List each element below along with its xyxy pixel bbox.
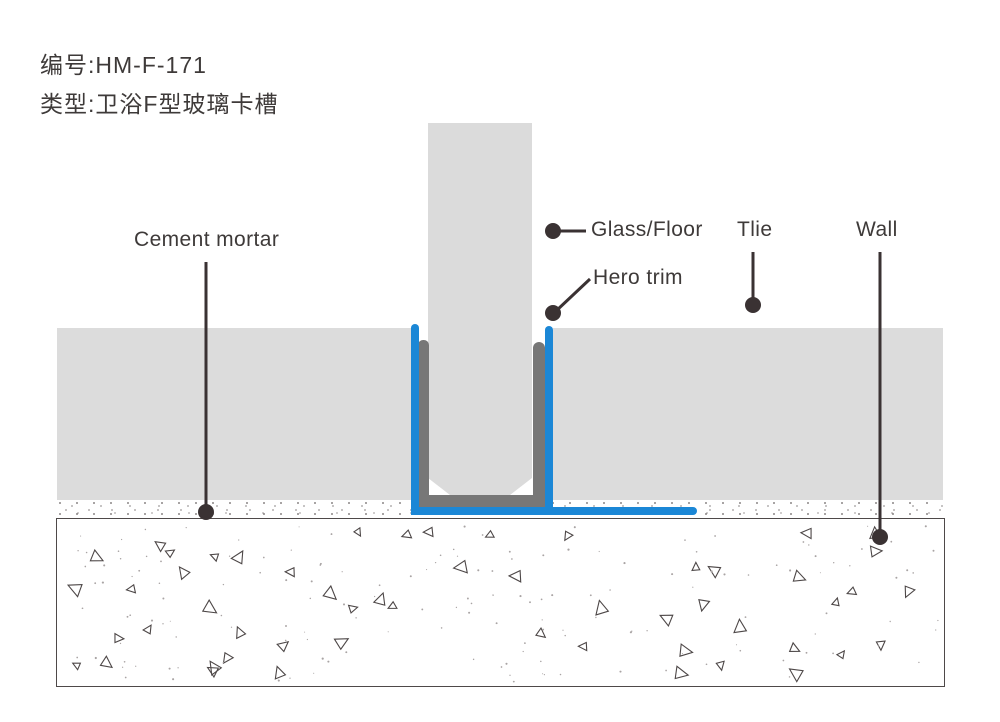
glass-panel (428, 123, 532, 495)
label-hero-trim: Hero trim (593, 266, 683, 289)
blue-trim-base-flange (411, 507, 697, 515)
blue-trim-right-flange (545, 326, 553, 514)
blue-trim-left-flange (411, 324, 419, 514)
gray-channel-left-wall (418, 340, 429, 507)
concrete-texture (66, 525, 939, 683)
hero-trim-leader-line (554, 277, 592, 313)
concrete-substrate (56, 518, 945, 687)
label-glass-floor: Glass/Floor (591, 218, 703, 241)
gray-channel-right-wall (533, 342, 545, 507)
tile-leader-dot (745, 297, 761, 313)
product-type: 类型:卫浴F型玻璃卡槽 (40, 91, 279, 117)
label-wall: Wall (856, 218, 898, 241)
glass-floor-leader-dot (545, 223, 561, 239)
label-cement-mortar: Cement mortar (134, 228, 280, 251)
product-code: 编号:HM-F-171 (40, 52, 207, 78)
hero-trim-leader-dot (545, 305, 561, 321)
tile-surface-left (57, 328, 412, 500)
label-tile: Tlie (737, 218, 773, 241)
tile-surface-right (553, 328, 943, 500)
gray-channel-bottom (418, 495, 545, 507)
